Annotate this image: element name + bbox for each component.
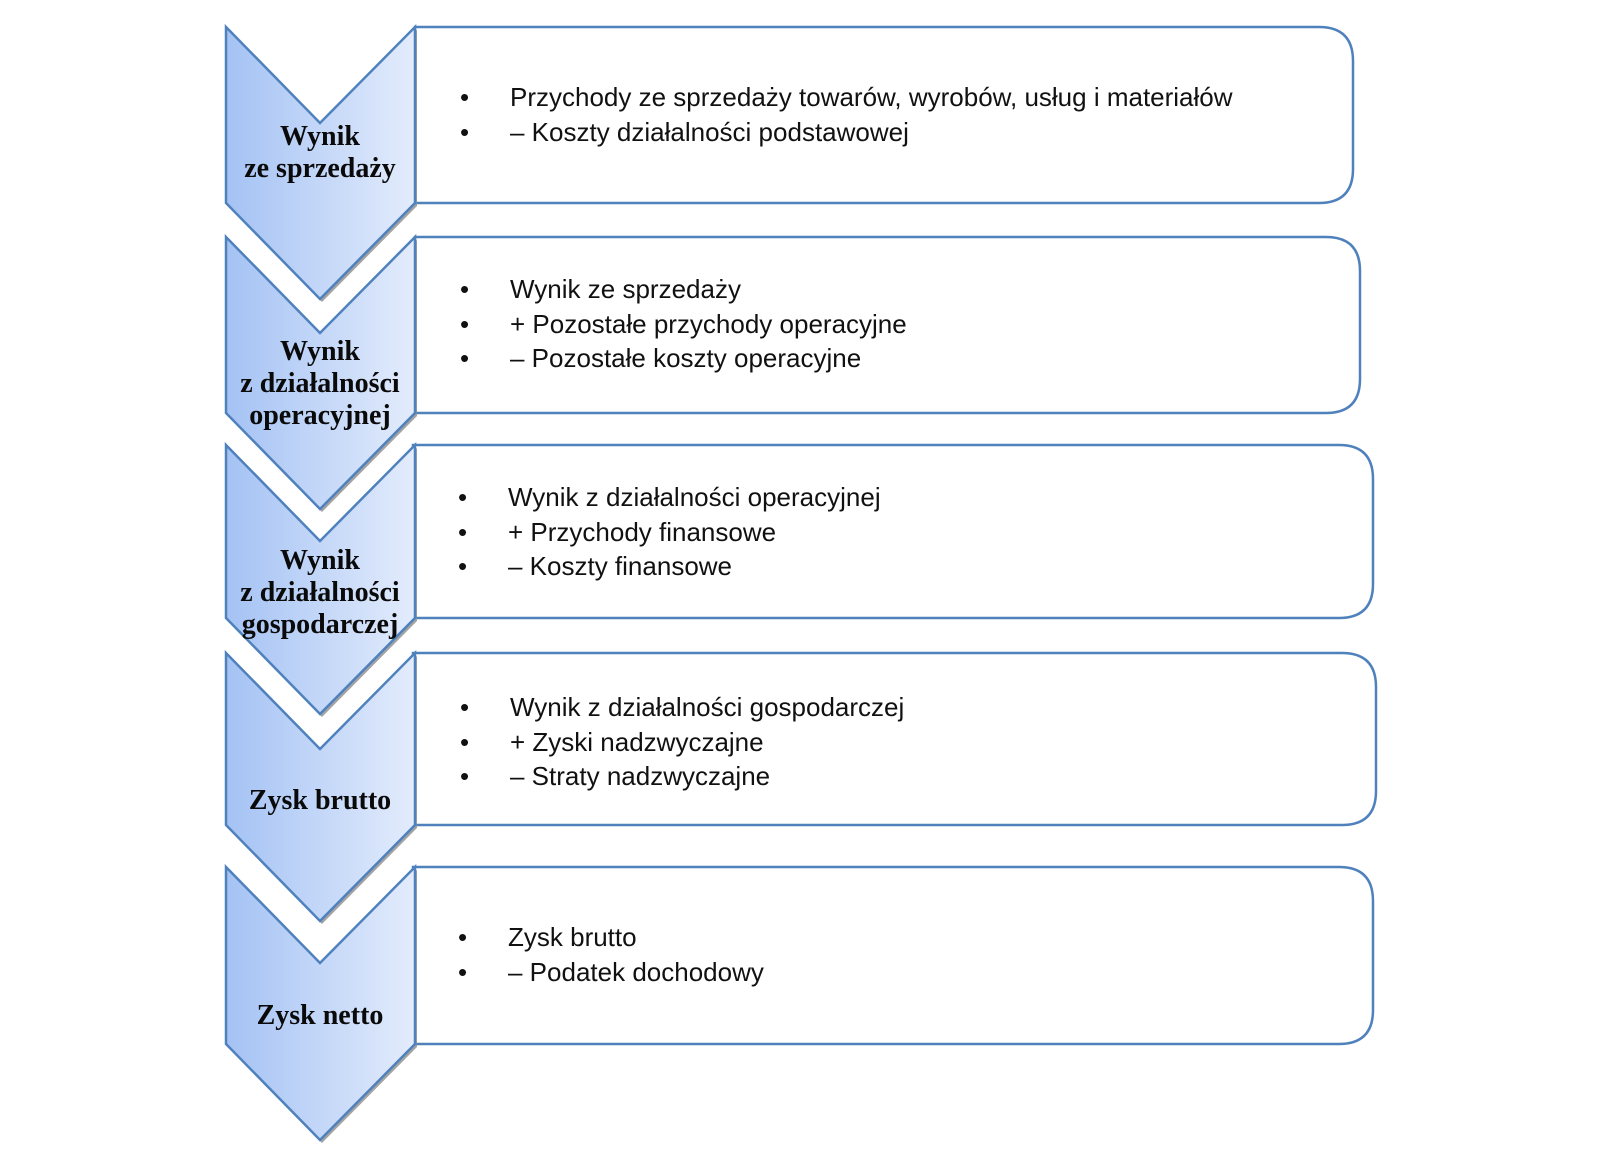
bullet-icon: • [460, 726, 470, 757]
step-items-2: • Wynik ze sprzedaży • + Pozostałe przychod… [460, 272, 907, 376]
step-box-3 [411, 443, 1375, 620]
list-item-text: Przychody ze sprzedaży towarów, wyrobów,… [510, 82, 1233, 112]
bullet-icon: • [460, 274, 470, 304]
step-items-3: • Wynik z działalności operacyjnej • + Przy… [458, 480, 881, 584]
list-item: • – Podatek dochodowy [458, 955, 764, 990]
list-item-text: + Przychody finansowe [508, 516, 777, 547]
list-item: • + Przychody finansowe [458, 515, 881, 550]
step-label-4: Zysk brutto [220, 785, 420, 817]
step-box-5 [411, 865, 1375, 1046]
list-item-text: – Podatek dochodowy [508, 956, 764, 987]
step-label-line: Zysk netto [256, 1000, 384, 1031]
step-box-2 [413, 235, 1362, 415]
step-label-5: Zysk netto [220, 1000, 420, 1032]
list-item-text: – Koszty działalności podstawowej [510, 116, 909, 147]
step-label-line: Zysk brutto [248, 785, 392, 816]
bullet-icon: • [458, 482, 468, 512]
bullet-icon: • [460, 692, 470, 722]
list-item-text: + Pozostałe przychody operacyjne [510, 308, 907, 339]
list-item-text: Wynik z działalności gospodarczej [510, 692, 905, 722]
list-item: • Przychody ze sprzedaży towarów, wyrobów… [460, 80, 1233, 115]
step-label-line: z działalności [240, 577, 400, 608]
step-box-1 [413, 25, 1355, 205]
step-label-line: z działalności [240, 368, 400, 399]
step-label-line: Wynik [280, 545, 360, 576]
step-items-4: • Wynik z działalności gospodarczej • + Zys… [460, 690, 904, 794]
list-item: • Wynik ze sprzedaży [460, 272, 907, 307]
bullet-icon: • [460, 82, 470, 112]
list-item: • – Straty nadzwyczajne [460, 759, 904, 794]
list-item-text: – Koszty finansowe [508, 551, 733, 581]
list-item: • Wynik z działalności operacyjnej [458, 480, 881, 515]
list-item-text: Wynik z działalności operacyjnej [508, 482, 881, 512]
list-item: • Wynik z działalności gospodarczej [460, 690, 904, 725]
step-label-line: ze sprzedaży [244, 153, 396, 184]
list-item-text: + Zyski nadzwyczajne [510, 726, 764, 757]
list-item: • + Zyski nadzwyczajne [460, 725, 904, 760]
step-label-line: operacyjnej [249, 400, 391, 431]
bullet-icon: • [460, 761, 470, 791]
bullet-icon: • [458, 956, 468, 987]
step-items-1: • Przychody ze sprzedaży towarów, wyrobów… [460, 80, 1233, 149]
bullet-icon: • [460, 116, 470, 147]
list-item: • Zysk brutto [458, 920, 764, 955]
list-item-text: Zysk brutto [508, 922, 637, 952]
bullet-icon: • [458, 551, 468, 581]
chevron-step-1 [224, 23, 417, 301]
bullet-icon: • [458, 922, 468, 952]
list-item-text: Wynik ze sprzedaży [510, 274, 741, 304]
step-items-5: • Zysk brutto • – Podatek dochodowy [458, 920, 764, 989]
list-item-text: – Straty nadzwyczajne [510, 761, 771, 791]
list-item: • – Pozostałe koszty operacyjne [460, 341, 907, 376]
chevron-step-4 [224, 649, 417, 923]
bullet-icon: • [460, 308, 470, 339]
chevron-step-3 [224, 441, 417, 716]
bullet-icon: • [458, 516, 468, 547]
step-box-4 [411, 651, 1378, 827]
step-label-line: Wynik [280, 336, 360, 367]
bullet-icon: • [460, 343, 470, 373]
list-item: • + Pozostałe przychody operacyjne [460, 307, 907, 342]
chevron-step-2 [224, 233, 417, 511]
list-item-text: – Pozostałe koszty operacyjne [510, 343, 862, 373]
list-item: • – Koszty działalności podstawowej [460, 115, 1233, 150]
list-item: • – Koszty finansowe [458, 549, 881, 584]
step-label-line: Wynik [280, 121, 360, 152]
chevron-step-5 [224, 863, 417, 1142]
step-label-line: gospodarczej [241, 609, 399, 640]
